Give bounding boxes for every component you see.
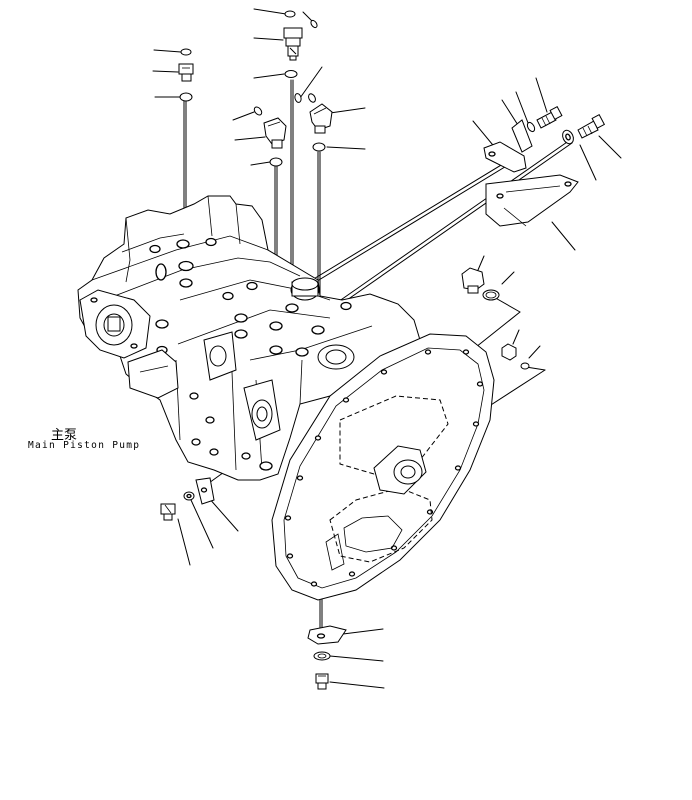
elbow-fitting bbox=[263, 117, 287, 149]
fitting bbox=[283, 27, 303, 61]
part-label-chinese: 主泵 bbox=[51, 428, 78, 443]
o-ring bbox=[284, 70, 298, 78]
small-parts bbox=[160, 10, 606, 690]
washer bbox=[313, 651, 331, 661]
plug bbox=[461, 267, 485, 294]
elbow-fitting bbox=[309, 103, 333, 134]
fitting bbox=[178, 63, 194, 82]
o-ring bbox=[253, 106, 263, 116]
mounting-flange bbox=[271, 333, 495, 601]
clip bbox=[511, 119, 533, 153]
bracket bbox=[307, 625, 347, 645]
o-ring bbox=[294, 93, 302, 103]
o-ring bbox=[179, 92, 193, 102]
o-ring bbox=[308, 93, 316, 103]
o-ring bbox=[180, 48, 192, 56]
o-ring bbox=[310, 19, 318, 29]
bolt bbox=[315, 673, 329, 690]
bracket bbox=[485, 174, 579, 227]
plug bbox=[501, 343, 517, 361]
o-ring bbox=[482, 289, 500, 301]
o-ring bbox=[284, 10, 296, 18]
main-piston-pump bbox=[77, 195, 421, 481]
o-ring bbox=[269, 157, 283, 167]
o-ring bbox=[312, 142, 326, 152]
o-ring bbox=[520, 362, 530, 370]
bolt bbox=[577, 114, 606, 139]
bolt bbox=[536, 106, 563, 129]
part-label-english: Main Piston Pump bbox=[28, 440, 141, 451]
bolt bbox=[160, 503, 176, 521]
washer bbox=[526, 121, 536, 133]
clamp bbox=[483, 141, 527, 173]
